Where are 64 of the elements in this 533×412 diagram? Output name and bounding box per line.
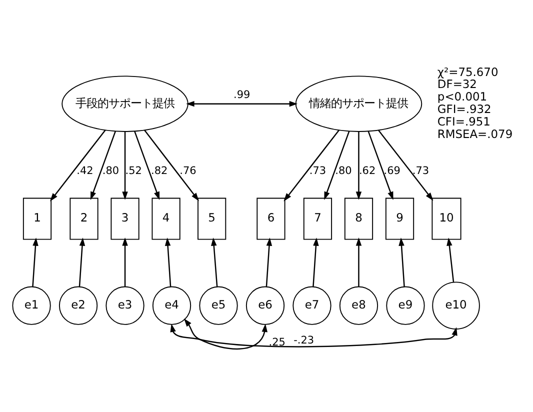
- node-box: 9: [385, 198, 414, 240]
- node-circle: e5: [199, 286, 238, 325]
- node-box: 10: [432, 198, 462, 240]
- arrow: [170, 324, 458, 348]
- arrow: [184, 318, 268, 350]
- node-box: 6: [256, 198, 286, 240]
- arrow: [284, 130, 340, 202]
- node-box: 8: [344, 198, 374, 240]
- node-circle: e1: [12, 286, 51, 325]
- node-circle: e4: [152, 286, 192, 325]
- label: p<0.001: [437, 90, 488, 104]
- arrow: [368, 131, 394, 200]
- arrow: [398, 238, 405, 287]
- arrow: [122, 132, 128, 200]
- node-box: 1: [22, 198, 52, 240]
- label: RMSEA=.079: [437, 126, 513, 141]
- node-box: 7: [303, 198, 332, 240]
- arrow: [266, 238, 272, 287]
- arrow: [312, 238, 319, 287]
- edge-label: .82: [151, 165, 168, 178]
- arrow: [144, 130, 199, 202]
- edge-label: .69: [384, 165, 400, 178]
- arrow: [356, 132, 362, 200]
- edge-label: .80: [102, 165, 120, 178]
- arrow: [324, 131, 350, 200]
- edge-label: -.23: [294, 334, 314, 347]
- node-circle: e9: [386, 286, 425, 325]
- node-box: 3: [110, 198, 140, 240]
- edge-label: .62: [358, 165, 376, 178]
- arrow: [356, 238, 362, 286]
- arrow: [32, 238, 38, 287]
- node-circle: e2: [58, 286, 98, 325]
- edge-label: .76: [180, 165, 196, 178]
- arrow: [378, 130, 434, 201]
- node-box: 5: [198, 198, 226, 240]
- edge-label: .42: [76, 165, 94, 178]
- node-circle: e8: [339, 286, 378, 325]
- arrow: [78, 238, 86, 287]
- edge-label: .99: [234, 88, 250, 101]
- node-circle: e6: [246, 286, 285, 325]
- label: GFI=.932: [437, 102, 492, 116]
- label: CFI=.951: [437, 114, 490, 128]
- node-ellipse: 情緒的サポート提供: [295, 76, 422, 132]
- arrow: [90, 131, 116, 200]
- label: χ²=75.670: [437, 64, 498, 79]
- edge-label: .80: [335, 165, 352, 178]
- edge-label: .52: [125, 165, 142, 178]
- arrow: [211, 238, 218, 287]
- node-circle: e10: [432, 282, 480, 330]
- node-box: 4: [152, 198, 180, 240]
- node-ellipse: 手段的サポート提供: [62, 76, 188, 132]
- arrow: [134, 131, 160, 200]
- node-box: 2: [70, 198, 98, 240]
- node-circle: e3: [106, 286, 144, 325]
- arrow: [50, 130, 106, 202]
- arrow: [122, 238, 128, 286]
- arrow: [446, 238, 454, 282]
- edge-label: .25: [268, 336, 286, 349]
- arrow: [164, 238, 172, 287]
- node-circle: e7: [292, 286, 332, 325]
- edge-label: .73: [309, 165, 326, 178]
- label: DF=32: [437, 77, 477, 92]
- arrow: [186, 100, 298, 107]
- edge-label: .73: [412, 165, 430, 178]
